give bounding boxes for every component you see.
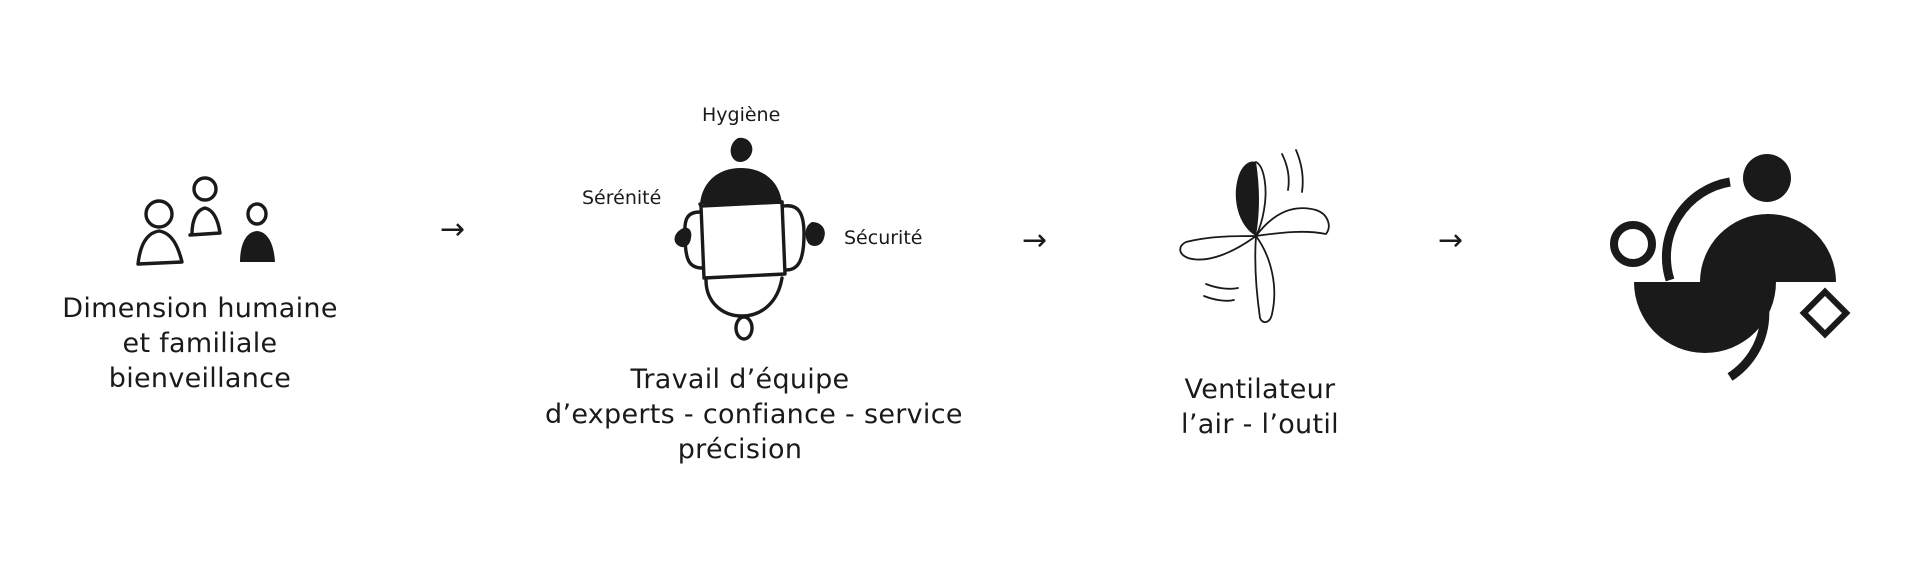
label-hygiene: Hygiène — [702, 104, 781, 126]
people-caption: Dimension humaine et familiale bienveill… — [60, 291, 340, 396]
label-securite: Sécurité — [844, 227, 923, 249]
fan-caption: Ventilateur l’air - l’outil — [1130, 372, 1390, 442]
caption-line: Dimension humaine — [62, 293, 338, 324]
people-sketch-icon — [136, 176, 275, 266]
arrow-right-icon: → — [1022, 223, 1048, 258]
caption-line: l’air - l’outil — [1181, 409, 1339, 440]
arrow-right-icon: → — [440, 212, 466, 247]
geometric-logo — [1610, 154, 1851, 381]
caption-line: Travail d’équipe — [630, 364, 850, 395]
team-table-icon — [674, 137, 825, 341]
fan-icon — [1179, 149, 1330, 323]
caption-line: Ventilateur — [1184, 374, 1336, 405]
label-serenite: Sérénité — [582, 187, 662, 209]
arrow-right-icon: → — [1438, 223, 1464, 258]
caption-line: précision — [677, 434, 803, 465]
team-caption: Travail d’équipe d’experts - confiance -… — [545, 362, 963, 467]
caption-line: d’experts - confiance - service — [545, 399, 963, 430]
caption-line: bienveillance — [108, 363, 292, 394]
caption-line: et familiale — [122, 328, 278, 359]
